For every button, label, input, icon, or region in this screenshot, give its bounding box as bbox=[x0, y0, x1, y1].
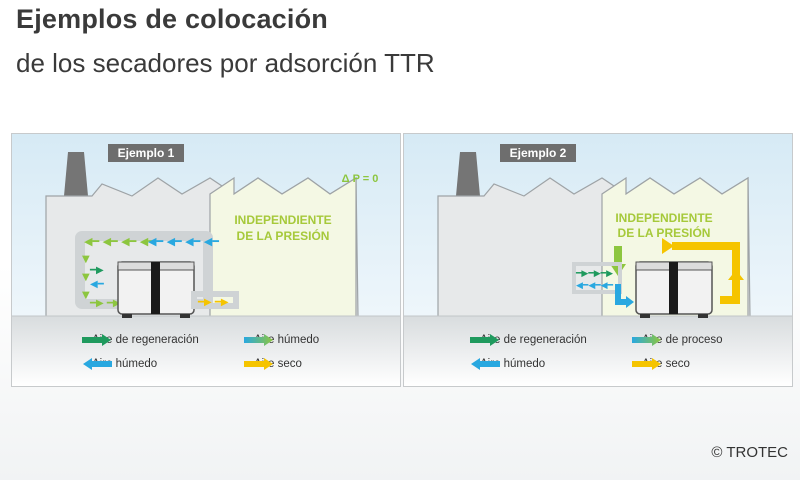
svg-text:▼: ▼ bbox=[82, 290, 90, 301]
regeneration-air-flow: ━▶ bbox=[89, 265, 104, 276]
svg-text:◀━ ◀━ ◀━ ◀━: ◀━ ◀━ ◀━ ◀━ bbox=[148, 235, 219, 248]
green-arrow-icon bbox=[470, 334, 499, 346]
svg-text:◀━ ◀━ ◀━ ◀━: ◀━ ◀━ ◀━ ◀━ bbox=[84, 235, 155, 248]
blue-left-arrow-icon bbox=[83, 358, 112, 370]
legend-label: Aire de proceso bbox=[642, 334, 723, 346]
page-subtitle: de los secadores por adsorción TTR bbox=[16, 48, 435, 78]
ground bbox=[404, 316, 792, 386]
copyright-notice: © TROTEC bbox=[711, 444, 788, 461]
example-2-panel: ━▶━▶━▶ ◀━◀━◀━ INDEPENDIENTE DE LA PRESIÓ… bbox=[403, 133, 793, 387]
svg-text:▼: ▼ bbox=[82, 272, 90, 283]
ground bbox=[12, 316, 400, 386]
regeneration-air-flow: ━▶━▶━▶ bbox=[575, 269, 613, 279]
dryer-unit bbox=[117, 261, 195, 318]
humid-air-flow-top: ◀━ ◀━ ◀━ ◀━ ◀━ ◀━ ◀━ ◀━ bbox=[84, 235, 219, 248]
zone-label-line-2: DE LA PRESIÓN bbox=[237, 228, 330, 243]
example-1-panel: ◀━ ◀━ ◀━ ◀━ ◀━ ◀━ ◀━ ◀━ ▼ ▼ ▼ ━▶ ━▶ ━▶ ━▶ … bbox=[11, 133, 401, 387]
blue-left-arrow-icon bbox=[471, 358, 500, 370]
legend-item-dry: Aire seco bbox=[244, 358, 302, 370]
factory-chimney bbox=[64, 152, 88, 196]
legend-label: Aire de regeneración bbox=[480, 334, 587, 346]
gradient-arrow-icon bbox=[632, 334, 661, 346]
legend-item-humid-blue: Aire húmedo bbox=[470, 358, 545, 370]
process-air-return bbox=[615, 284, 628, 305]
legend-label: Aire húmedo bbox=[254, 334, 320, 346]
gradient-arrow-icon bbox=[244, 334, 273, 346]
dryer-unit bbox=[635, 261, 713, 318]
zone-label-line-1: INDEPENDIENTE bbox=[615, 211, 712, 225]
legend-item-process: Aire de proceso bbox=[632, 334, 723, 346]
humid-air-outflow: ◀━ bbox=[90, 279, 105, 290]
humid-air-flow-bottom: ━▶ ━▶ ━▶ bbox=[89, 298, 138, 309]
example-tag: Ejemplo 2 bbox=[510, 146, 567, 160]
pressure-delta-note: Δ P = 0 bbox=[342, 173, 379, 185]
legend-label: Aire de regeneración bbox=[92, 334, 199, 346]
green-arrow-icon bbox=[82, 334, 111, 346]
svg-text:▼: ▼ bbox=[82, 254, 90, 265]
legend-item-regeneration: Aire de regeneración bbox=[82, 334, 199, 346]
legend-item-dry: Aire seco bbox=[632, 358, 690, 370]
example-1-diagram: ◀━ ◀━ ◀━ ◀━ ◀━ ◀━ ◀━ ◀━ ▼ ▼ ▼ ━▶ ━▶ ━▶ ━▶ … bbox=[12, 134, 400, 386]
humid-air-outflow: ◀━◀━◀━ bbox=[576, 281, 614, 291]
example-tag-bg bbox=[500, 144, 576, 162]
humid-air-flow-left: ▼ ▼ ▼ bbox=[82, 254, 90, 301]
pressure-independent-zone bbox=[209, 176, 357, 318]
yellow-arrow-icon bbox=[632, 358, 661, 370]
example-2-diagram: ━▶━▶━▶ ◀━◀━◀━ INDEPENDIENTE DE LA PRESIÓ… bbox=[404, 134, 792, 386]
example-tag: Ejemplo 1 bbox=[118, 146, 175, 160]
zone-label-line-2: DE LA PRESIÓN bbox=[618, 225, 711, 240]
example-tag-bg bbox=[108, 144, 184, 162]
legend-item-humid-green: Aire húmedo bbox=[244, 334, 319, 346]
yellow-arrow-icon bbox=[244, 358, 273, 370]
legend-item-regeneration: Aire de regeneración bbox=[470, 334, 587, 346]
legend-item-humid-blue: Aire húmedo bbox=[82, 358, 157, 370]
factory-chimney bbox=[456, 152, 480, 196]
zone-label-line-1: INDEPENDIENTE bbox=[234, 213, 331, 227]
page-title: Ejemplos de colocación bbox=[16, 4, 328, 34]
dry-air-flow: ━▶ ━▶ bbox=[197, 297, 229, 308]
